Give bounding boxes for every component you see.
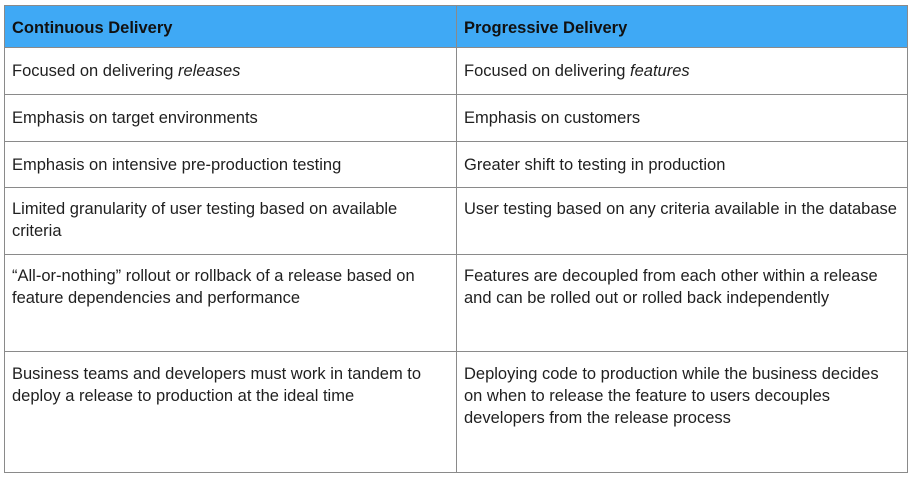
table-cell-continuous: Focused on delivering releases bbox=[4, 47, 457, 95]
cell-emphasis: releases bbox=[178, 62, 241, 80]
table-cell-progressive: Focused on delivering features bbox=[456, 47, 908, 95]
table-row: Emphasis on target environments Emphasis… bbox=[4, 94, 908, 142]
table-body: Focused on delivering releases Focused o… bbox=[4, 47, 908, 473]
table-cell-continuous: Limited granularity of user testing base… bbox=[4, 187, 457, 255]
table-row: Focused on delivering releases Focused o… bbox=[4, 47, 908, 95]
table-cell-continuous: Emphasis on intensive pre-production tes… bbox=[4, 141, 457, 188]
table-row: Business teams and developers must work … bbox=[4, 351, 908, 473]
table-cell-continuous: Business teams and developers must work … bbox=[4, 351, 457, 473]
table-header: Continuous Delivery Progressive Delivery bbox=[4, 5, 908, 48]
table-row: Limited granularity of user testing base… bbox=[4, 187, 908, 255]
table-cell-continuous: Emphasis on target environments bbox=[4, 94, 457, 142]
cell-text: Focused on delivering bbox=[12, 62, 179, 80]
table-cell-progressive: Deploying code to production while the b… bbox=[456, 351, 908, 473]
table-row: Emphasis on intensive pre-production tes… bbox=[4, 141, 908, 188]
header-row: Continuous Delivery Progressive Delivery bbox=[4, 5, 908, 48]
table-cell-progressive: Greater shift to testing in production bbox=[456, 141, 908, 188]
comparison-table: Continuous Delivery Progressive Delivery… bbox=[4, 5, 908, 473]
cell-text: Focused on delivering bbox=[464, 62, 631, 80]
table-cell-progressive: Features are decoupled from each other w… bbox=[456, 254, 908, 352]
header-continuous-delivery: Continuous Delivery bbox=[4, 5, 457, 48]
table-cell-continuous: “All-or-nothing” rollout or rollback of … bbox=[4, 254, 457, 352]
table-row: “All-or-nothing” rollout or rollback of … bbox=[4, 254, 908, 352]
header-progressive-delivery: Progressive Delivery bbox=[456, 5, 908, 48]
cell-emphasis: features bbox=[630, 62, 690, 80]
table-cell-progressive: User testing based on any criteria avail… bbox=[456, 187, 908, 255]
table-cell-progressive: Emphasis on customers bbox=[456, 94, 908, 142]
